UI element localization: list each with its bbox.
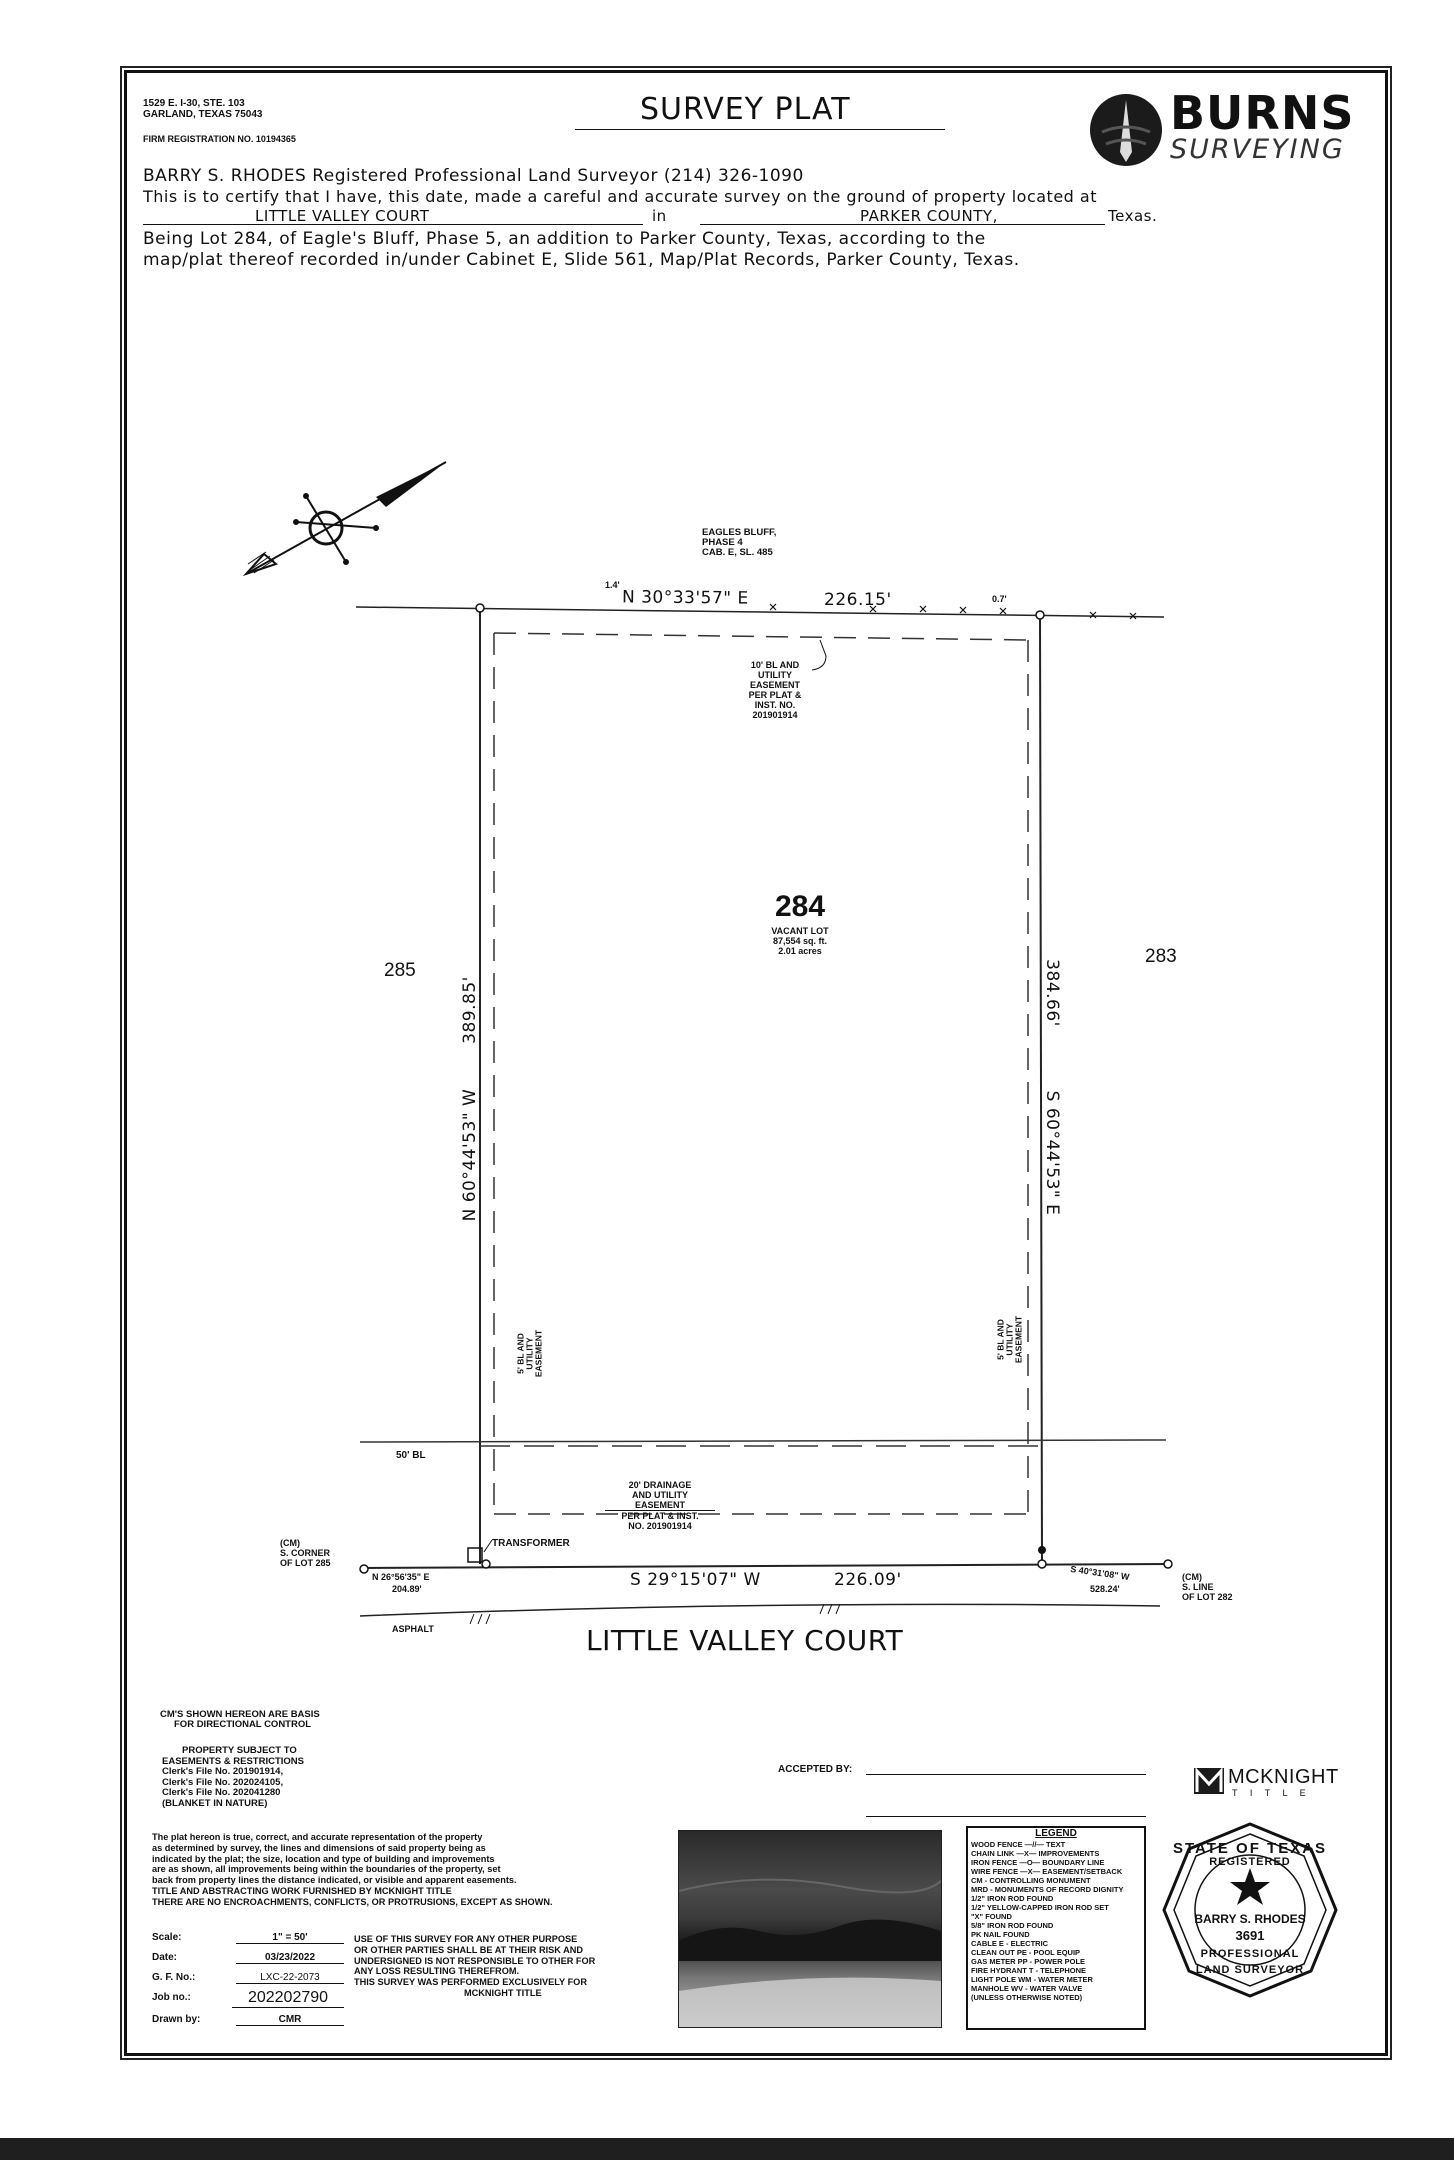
lot-label: 284 VACANT LOT 87,554 sq. ft. 2.01 acres (740, 890, 860, 956)
accepted-by-signature-line-2[interactable] (866, 1816, 1146, 1817)
firm-address-line2: GARLAND, TEXAS 75043 (143, 109, 263, 120)
job-info-block: Scale: 1" = 50' Date: 03/23/2022 G. F. N… (152, 1932, 348, 2034)
east-call: S 60°44'53" E (1042, 1090, 1062, 1216)
street-value: LITTLE VALLEY COURT (255, 207, 430, 225)
seal-registered: REGISTERED (1209, 1856, 1291, 1868)
asphalt-label: ASPHALT (392, 1624, 434, 1634)
sw-call: N 26°56'35" E (372, 1572, 430, 1582)
south-boundary-line (359, 1563, 1173, 1569)
accepted-by-signature-line[interactable] (866, 1774, 1146, 1775)
accepted-by-label: ACCEPTED BY: (778, 1764, 853, 1775)
bottom-bar (0, 2138, 1454, 2160)
logo-main-text: BURNS (1170, 86, 1355, 140)
north-arrow-icon (236, 452, 456, 592)
se-distance: 528.24' (1090, 1584, 1120, 1594)
burns-logo-icon (1088, 92, 1164, 168)
seal-bottom1: PROFESSIONAL (1200, 1948, 1300, 1960)
property-photo (678, 1830, 942, 2028)
south-call: S 29°15'07" W (630, 1570, 761, 1590)
drawn-row: Drawn by: CMR (152, 2014, 348, 2034)
street-field: LITTLE VALLEY COURT (143, 206, 643, 225)
north-distance: 226.15' (824, 590, 892, 610)
south-distance: 226.09' (834, 1570, 902, 1590)
logo-sub-text: SURVEYING (1170, 134, 1345, 165)
legend-box: LEGEND WOOD FENCE —//— TEXT CHAIN LINK —… (966, 1826, 1146, 2030)
title-underline (575, 129, 945, 130)
county-value: PARKER COUNTY, (860, 207, 998, 225)
east-lot-label: 283 (1145, 946, 1177, 967)
transformer-label: TRANSFORMER (492, 1538, 570, 1549)
certification-statement: The plat hereon is true, correct, and ac… (152, 1832, 553, 1907)
restrictions-note: PROPERTY SUBJECT TO EASEMENTS & RESTRICT… (162, 1745, 304, 1809)
scale-row: Scale: 1" = 50' (152, 1932, 348, 1952)
lot-area-acres: 2.01 acres (778, 946, 822, 956)
in-word: in (652, 207, 667, 225)
gf-row: G. F. No.: LXC-22-2073 (152, 1972, 348, 1992)
lot-desc: VACANT LOT (771, 926, 829, 936)
adjacent-north-label: EAGLES BLUFF, PHASE 4 CAB. E, SL. 485 (702, 527, 777, 558)
north-call: N 30°33'57" E (621, 587, 749, 609)
firm-registration: FIRM REGISTRATION NO. 10194365 (143, 134, 296, 144)
north-offset: 0.7' (992, 594, 1007, 604)
mcknight-name: MCKNIGHT (1228, 1766, 1339, 1788)
street-name-label: LITTLE VALLEY COURT (586, 1624, 904, 1657)
firm-address-line1: 1529 E. I-30, STE. 103 (143, 98, 245, 109)
county-field: PARKER COUNTY, (700, 206, 1105, 225)
seal-top-text: STATE OF TEXAS (1172, 1840, 1328, 1857)
seal-bottom2: LAND SURVEYOR (1195, 1964, 1305, 1976)
lot-area-sqft: 87,554 sq. ft. (772, 936, 828, 946)
bl50-label: 50' BL (396, 1450, 426, 1461)
page-title: SURVEY PLAT (640, 92, 851, 127)
lot-number: 284 (774, 890, 826, 923)
surveyor-seal: STATE OF TEXAS REGISTERED BARRY S. RHODE… (1160, 1820, 1340, 2000)
sw-distance: 204.89' (392, 1584, 422, 1594)
state-value: Texas. (1108, 207, 1158, 225)
certify-text: This is to certify that I have, this dat… (143, 187, 1097, 206)
survey-sheet (124, 70, 1388, 2056)
use-note: USE OF THIS SURVEY FOR ANY OTHER PURPOSE… (354, 1934, 596, 1998)
legend-items: WOOD FENCE —//— TEXT CHAIN LINK —X— IMPR… (971, 1840, 1124, 2002)
mcknight-logo-icon (1194, 1767, 1224, 1794)
legal-line1: Being Lot 284, of Eagle's Bluff, Phase 5… (143, 229, 986, 249)
north-setback-line (493, 632, 1029, 641)
north-offset-left: 1.4' (605, 580, 620, 590)
north-boundary-line (355, 606, 1165, 618)
mcknight-sub: T I T L E (1232, 1788, 1311, 1798)
seal-number: 3691 (1235, 1928, 1265, 1943)
seal-name: BARRY S. RHODES (1194, 1912, 1306, 1926)
date-row: Date: 03/23/2022 (152, 1952, 348, 1972)
job-row: Job no.: 202202790 (152, 1989, 348, 2014)
surveyor-line: BARRY S. RHODES Registered Professional … (143, 166, 804, 186)
west-lot-label: 285 (384, 960, 416, 981)
legal-line2: map/plat thereof recorded in/under Cabin… (143, 250, 1020, 270)
bl50-left-line (359, 1439, 1167, 1443)
west-call: N 60°44'53" W (460, 1088, 480, 1222)
east-boundary-line (1039, 613, 1043, 1565)
road-edge-line (359, 1603, 1161, 1617)
legend-title: LEGEND (1035, 1828, 1077, 1839)
